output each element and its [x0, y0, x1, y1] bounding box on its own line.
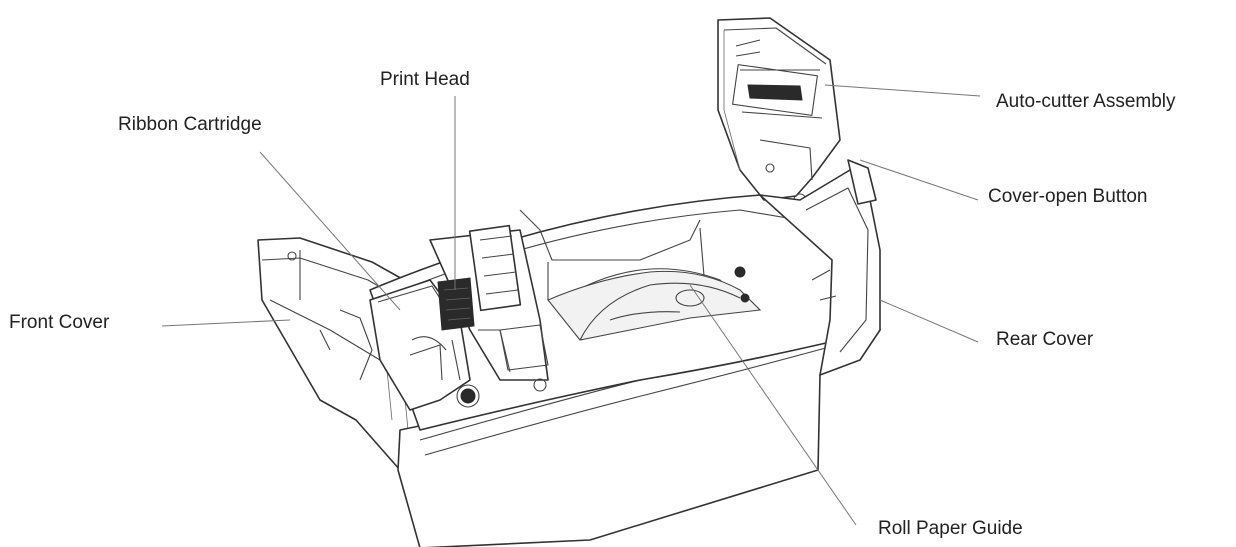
rear-cover-part [759, 159, 881, 376]
label-roll-paper-guide: Roll Paper Guide [878, 518, 1023, 539]
leader-roll-paper-guide [689, 284, 857, 526]
label-print-head: Print Head [380, 69, 470, 90]
label-cover-open-button: Cover-open Button [988, 186, 1148, 207]
leader-front-cover [161, 319, 291, 327]
label-rear-cover: Rear Cover [996, 329, 1094, 350]
leader-lines [161, 84, 981, 526]
leader-cover-open [859, 159, 979, 201]
roll-paper-guide-part [547, 266, 762, 341]
label-ribbon-cartridge: Ribbon Cartridge [118, 114, 262, 135]
leader-auto-cutter [824, 84, 981, 97]
leader-ribbon-cartridge [259, 151, 401, 311]
print-head-part [429, 209, 549, 392]
label-auto-cutter: Auto-cutter Assembly [996, 91, 1176, 112]
leader-rear-cover [879, 299, 979, 343]
auto-cutter-part [717, 17, 841, 207]
label-front-cover: Front Cover [9, 312, 110, 333]
